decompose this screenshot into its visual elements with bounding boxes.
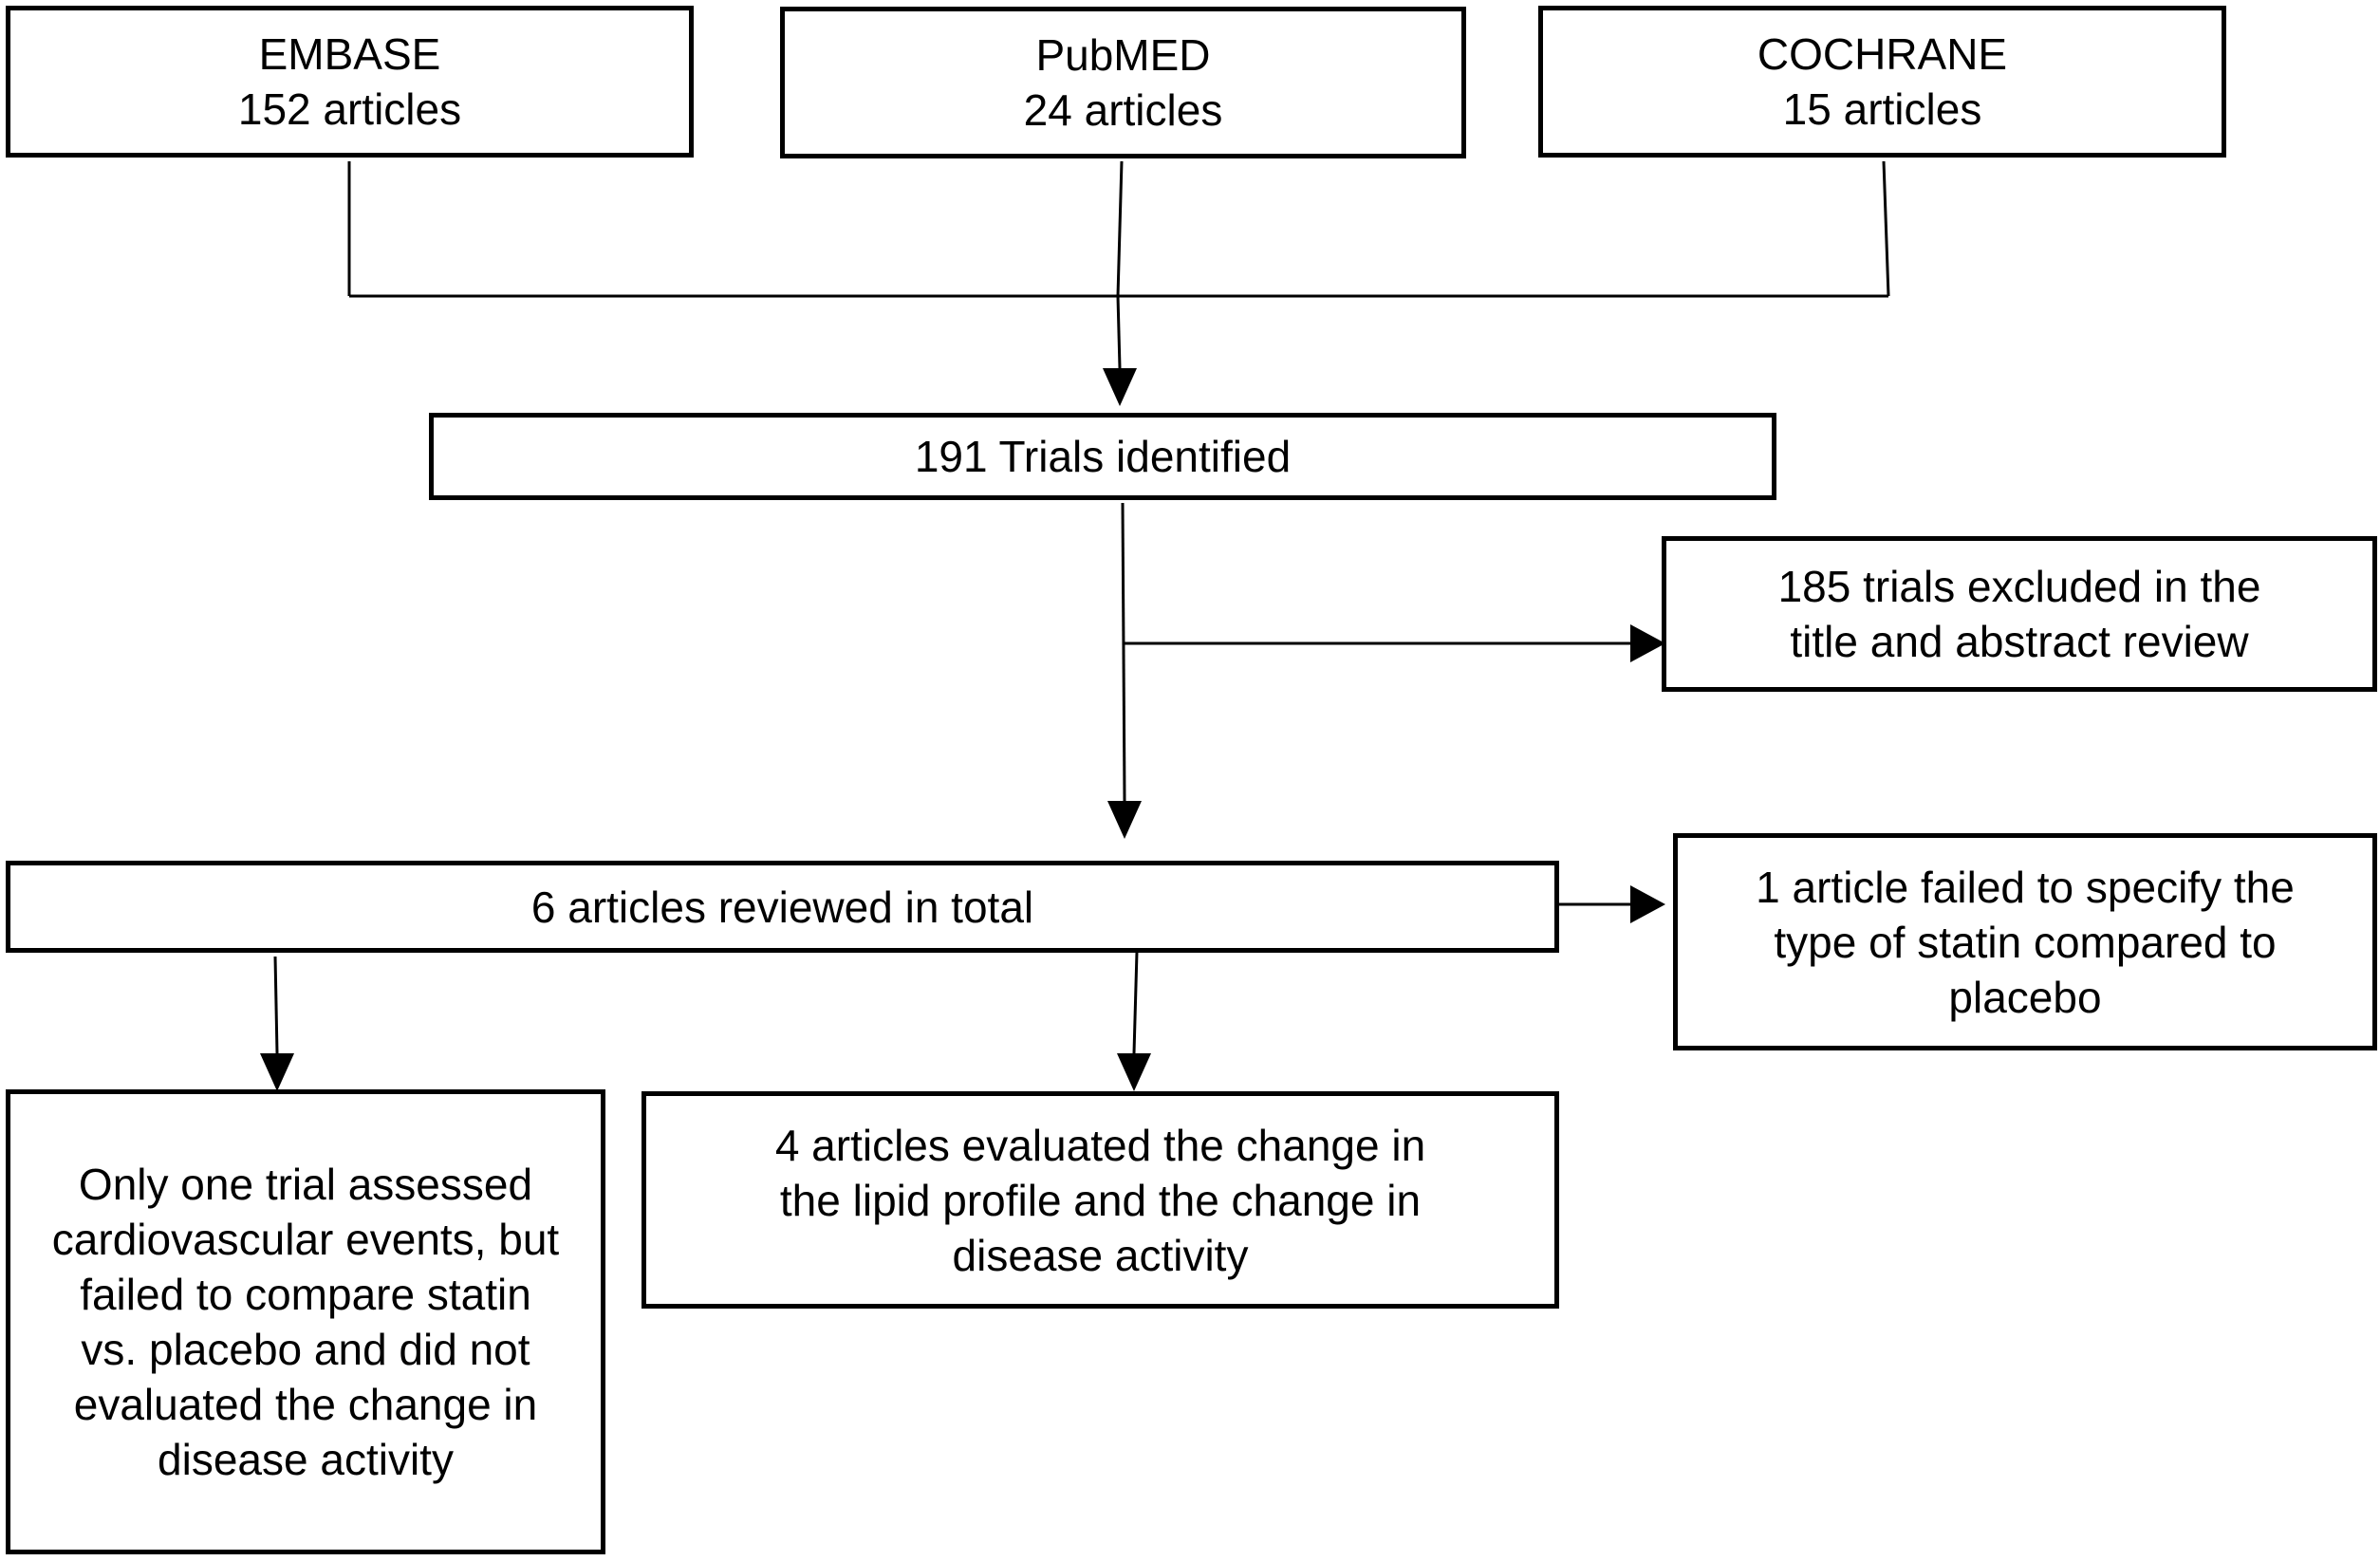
cochrane-title: COCHRANE (1757, 29, 2008, 79)
pubmed-count: 24 articles (1023, 85, 1223, 135)
one-trial-line-6: disease activity (158, 1435, 454, 1484)
four-articles-line-3: disease activity (952, 1230, 1249, 1280)
articles-reviewed-label: 6 articles reviewed in total (530, 882, 1034, 932)
failed-statin-line-3: placebo (1948, 972, 2102, 1022)
one-trial-line-4: vs. placebo and did not (81, 1325, 530, 1374)
failed-statin-line-1: 1 article failed to specify the (1756, 862, 2295, 912)
cochrane-stem (1882, 160, 1890, 297)
embase-title: EMBASE (258, 29, 441, 79)
four-articles-line-1: 4 articles evaluated the change in (774, 1120, 1426, 1170)
cochrane-count: 15 articles (1782, 84, 1982, 134)
trials-identified-box: 191 Trials identified (429, 413, 1776, 500)
trials-excluded-line-2: title and abstract review (1790, 617, 2249, 666)
trials-identified-label: 191 Trials identified (914, 432, 1292, 481)
four-articles-box: 4 articles evaluated the change in the l… (641, 1091, 1559, 1309)
to-identified-line (1116, 295, 1122, 369)
pubmed-box: PubMED 24 articles (780, 7, 1466, 158)
to-four-articles-arrowhead (1117, 1053, 1151, 1091)
one-trial-line-1: Only one trial assessed (78, 1160, 533, 1209)
one-trial-line-2: cardiovascular events, but (51, 1215, 560, 1264)
trials-excluded-line-1: 185 trials excluded in the (1777, 562, 2261, 611)
to-one-trial-arrowhead (260, 1053, 294, 1091)
cochrane-box: COCHRANE 15 articles (1538, 6, 2226, 158)
one-trial-line-3: failed to compare statin (80, 1270, 531, 1319)
one-trial-box: Only one trial assessed cardiovascular e… (6, 1089, 605, 1554)
one-trial-line-5: evaluated the change in (73, 1380, 538, 1429)
identified-down-line (1121, 502, 1126, 802)
to-one-trial-line (273, 956, 279, 1054)
failed-statin-box: 1 article failed to specify the type of … (1673, 833, 2377, 1050)
to-reviewed-arrowhead (1107, 801, 1142, 839)
four-articles-line-2: the lipid profile and the change in (779, 1175, 1422, 1225)
trials-excluded-box: 185 trials excluded in the title and abs… (1662, 536, 2377, 692)
to-failed-statin-arrowhead (1630, 885, 1665, 923)
failed-statin-line-2: type of statin compared to (1774, 917, 2277, 967)
to-identified-arrowhead (1103, 368, 1137, 406)
embase-box: EMBASE 152 articles (6, 6, 694, 158)
embase-count: 152 articles (237, 84, 462, 134)
pubmed-title: PubMED (1035, 30, 1211, 80)
pubmed-stem (1116, 160, 1124, 297)
to-excluded-arrowhead (1630, 624, 1665, 662)
articles-reviewed-box: 6 articles reviewed in total (6, 861, 1559, 953)
to-four-articles-line (1132, 951, 1139, 1054)
